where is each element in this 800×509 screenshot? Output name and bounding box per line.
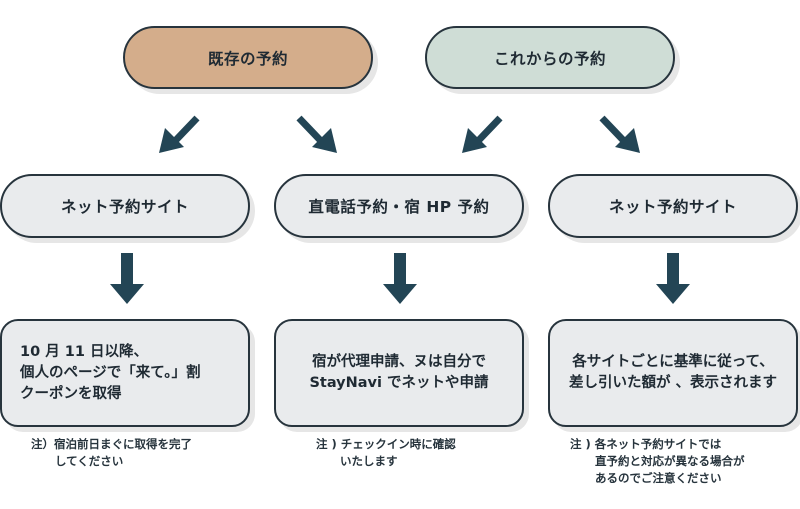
step-text-line: 個人のページで「来て。」割 [20,364,201,381]
step-box-site-discount: 各サイトごとに基準に従って、 差し引いた額が 、表示されます [548,319,798,427]
arrow-future-to-net [599,115,640,153]
channel-direct-phone-hp: 直電話予約・宿 HP 予約 [274,174,524,238]
note-coupon: 注）宿泊前日まぐに取得を完了 してください [31,436,192,470]
arrow-existing-to-direct [296,115,337,153]
existing-reservation-node: 既存の予約 [123,26,373,89]
note-line: 注 ) チェックイン時に確認 [316,437,456,451]
step-text-line: 差し引いた額が 、表示されます [568,375,778,391]
future-reservation-node: これからの予約 [425,26,675,89]
note-net-site: 注 ) 各ネット予約サイトでは 直予約と対応が異なる場合が あるのでご注意くださ… [570,436,745,487]
step-text-line: StayNavi でネットや申請 [309,375,489,391]
future-reservation-label: これからの予約 [493,49,606,68]
channel-label: 直電話予約・宿 HP 予約 [308,198,490,216]
arrow-down-2 [383,253,417,304]
note-line: 注 ) 各ネット予約サイトでは [570,437,722,451]
note-line: してください [55,454,124,468]
step-text-line: 10 月 11 日以降、 [20,343,149,360]
note-line: 注）宿泊前日まぐに取得を完了 [31,437,192,451]
arrow-down-3 [656,253,690,304]
step-box-proxy-application: 宿が代理申請、ヌは自分で StayNavi でネットや申請 [274,319,524,427]
step-text-line: クーポンを取得 [20,385,122,402]
note-line: あるのでご注意ください [595,471,722,485]
existing-reservation-label: 既存の予約 [207,49,288,68]
note-line: いたします [340,454,398,468]
channel-label: ネット予約サイト [608,198,737,216]
channel-label: ネット予約サイト [60,198,189,216]
note-line: 直予約と対応が異なる場合が [595,454,745,468]
arrow-existing-to-net [159,115,200,153]
channel-net-site-2: ネット予約サイト [548,174,798,238]
step-box-coupon: 10 月 11 日以降、 個人のページで「来て。」割 クーポンを取得 [0,319,250,427]
step-text-line: 各サイトごとに基準に従って、 [572,354,774,370]
note-checkin: 注 ) チェックイン時に確認 いたします [316,436,456,470]
arrow-down-1 [110,253,144,304]
arrow-future-to-direct [462,115,503,153]
channel-net-site-1: ネット予約サイト [0,174,250,238]
step-text-line: 宿が代理申請、ヌは自分で [312,354,486,370]
